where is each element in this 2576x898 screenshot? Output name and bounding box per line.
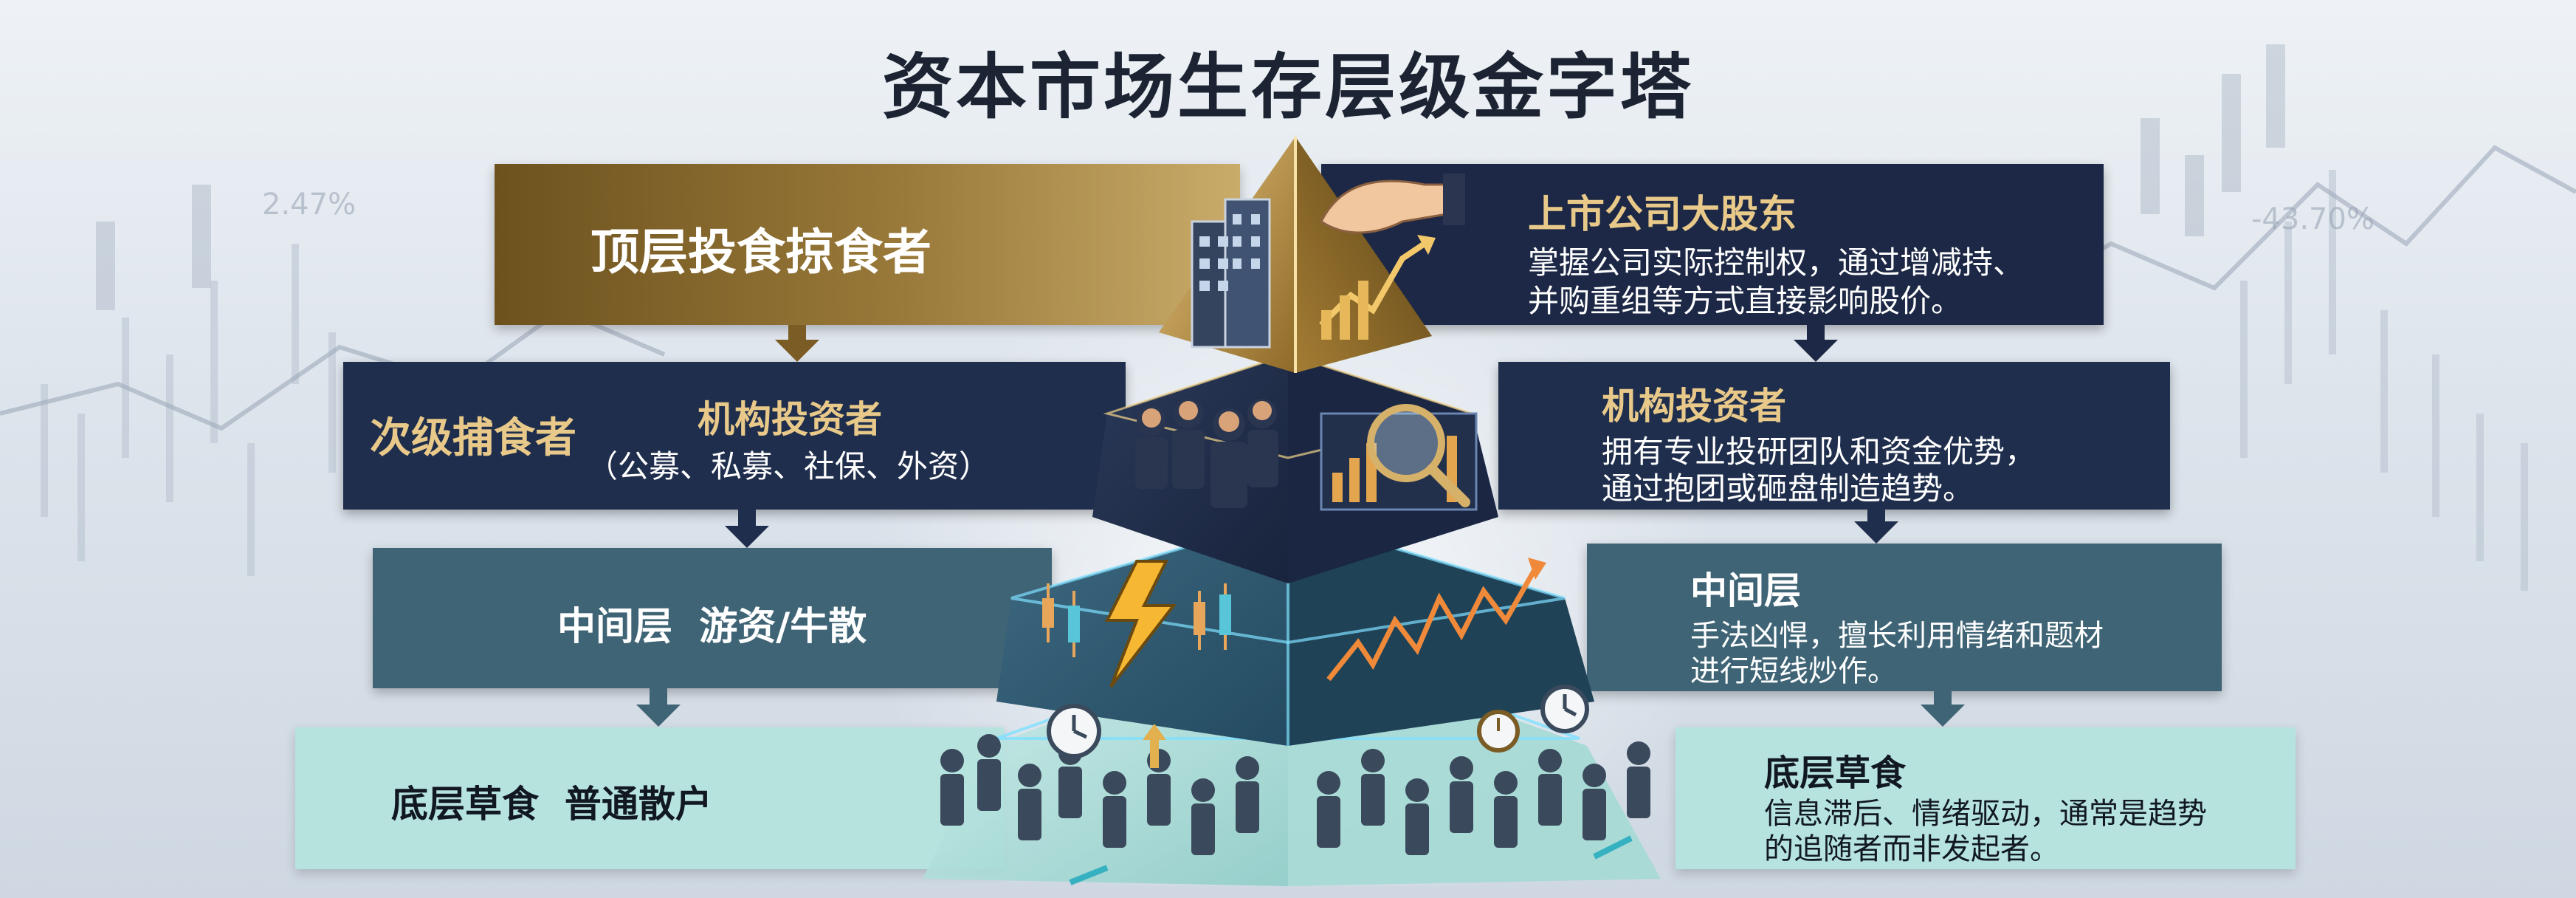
tier2-right-box: 机构投资者 拥有专业投研团队和资金优势， 通过抱团或砸盘制造趋势。: [1498, 362, 2170, 510]
tier1-right-desc-1: 掌握公司实际控制权，通过增减持、: [1528, 244, 2025, 281]
tier3-right-box: 中间层 手法凶悍，擅长利用情绪和题材 进行短线炒作。: [1587, 544, 2222, 691]
tier2-left-box: 次级捕食者 机构投资者 （公募、私募、社保、外资）: [343, 362, 1126, 510]
tier2-right-title: 机构投资者: [1602, 385, 1786, 428]
tier4-right-title: 底层草食: [1764, 753, 1907, 794]
tier4-right-box: 底层草食 信息滞后、情绪驱动，通常是趋势 的追随者而非发起者。: [1676, 727, 2296, 869]
bg-ticker-left: 2.47%: [262, 188, 356, 222]
tier3-right-desc-2: 进行短线炒作。: [1690, 654, 1897, 688]
candlestick-chart-icon: [1042, 583, 1231, 657]
page-title: 资本市场生存层级金字塔: [882, 46, 1694, 128]
tier2-left-sub-title: 机构投资者: [698, 398, 882, 441]
tier3-left-label: 中间层 游资/牛散: [557, 605, 867, 649]
tier1-right-desc-2: 并购重组等方式直接影响股价。: [1528, 283, 1963, 319]
clock-icon: [1047, 704, 1101, 758]
tier1-left-box: 顶层投食掠食者: [495, 164, 1240, 325]
tier1-right-title: 上市公司大股东: [1528, 193, 1797, 237]
tier1-right-box: 上市公司大股东 掌握公司实际控制权，通过增减持、 并购重组等方式直接影响股价。: [1321, 164, 2104, 325]
clock-icon: [1540, 685, 1589, 733]
tier2-right-desc-2: 通过抱团或砸盘制造趋势。: [1602, 470, 1974, 507]
volatile-line-chart-icon: [1326, 558, 1546, 682]
tier3-left-box: 中间层 游资/牛散: [373, 548, 1052, 688]
hand-chart-icon: [1319, 174, 1465, 340]
tier1-left-label: 顶层投食掠食者: [590, 224, 931, 281]
lightning-icon: [1104, 560, 1177, 688]
tier2-left-label: 次级捕食者: [370, 414, 576, 462]
tier4-left-box: 底层草食 普通散户: [295, 727, 1004, 869]
building-icon: [1191, 198, 1271, 349]
magnifier-chart-icon: [1320, 404, 1478, 511]
tier4-left-label: 底层草食 普通散户: [391, 783, 712, 826]
tier3-right-title: 中间层: [1690, 569, 1801, 612]
tier3-right-desc-1: 手法凶悍，擅长利用情绪和题材: [1690, 619, 2104, 653]
bg-ticker-right: -43.70%: [2251, 202, 2374, 236]
tier2-right-desc-1: 拥有专业投研团队和资金优势，: [1602, 433, 2036, 470]
up-arrow-icon: [1143, 724, 1166, 768]
tier4-right-desc-1: 信息滞后、情绪驱动，通常是趋势: [1764, 797, 2207, 831]
trend-arrow-icon: [1069, 835, 1633, 885]
investors-group-icon: [1135, 399, 1278, 508]
clock-icon: [1477, 710, 1520, 753]
tier4-right-desc-2: 的追随者而非发起者。: [1764, 832, 2059, 866]
tier2-left-sub-desc: （公募、私募、社保、外资）: [587, 448, 991, 484]
